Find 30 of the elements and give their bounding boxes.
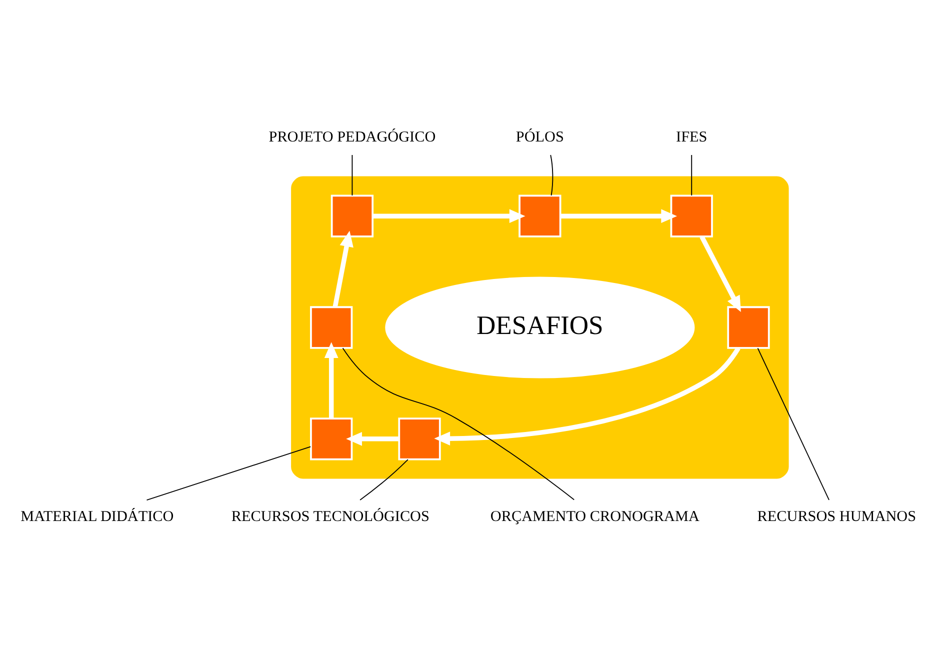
connector [360,459,408,500]
node-text: IFES [676,128,708,146]
arrow [372,209,526,224]
arrow [700,236,741,312]
connector [757,348,830,500]
node-box [310,306,353,349]
node-text: MATERIAL DIDÁTICO [20,508,174,525]
node-box [518,194,562,238]
node-box [670,194,713,238]
connector [342,348,575,500]
connector [691,154,692,196]
node-text: RECURSOS TECNOLÓGICOS [231,508,430,525]
node-text: PÓLOS [516,128,564,146]
connector [550,154,554,196]
node-ellipse: DESAFIOS [385,276,695,378]
node-box [727,306,770,349]
node-text: ORÇAMENTO CRONOGRAMA [490,508,700,525]
arrow [332,230,354,308]
connector [146,446,312,501]
node-box [398,418,441,460]
arrow [560,209,678,224]
arrow [434,346,740,446]
connector [352,154,353,196]
node-box [330,194,374,238]
node-box [310,418,353,460]
node-text: PROJETO PEDAGÓGICO [268,128,436,146]
arrow [324,342,338,418]
cluster [291,176,789,479]
arrow [346,432,399,446]
node-text: RECURSOS HUMANOS [757,508,916,525]
